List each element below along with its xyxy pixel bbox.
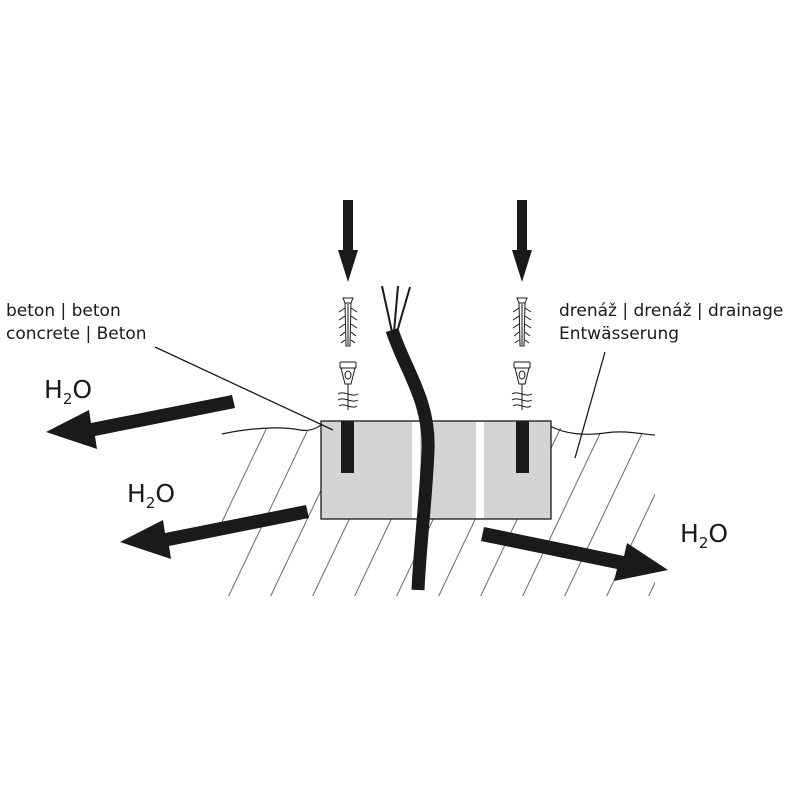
- cable-wire-3: [396, 286, 411, 333]
- down-arrow-icon-left: [338, 200, 358, 282]
- anchor-hole-left: [341, 421, 354, 473]
- water-label-right: H2O: [680, 519, 728, 552]
- concrete-block: [320, 420, 552, 520]
- water-label-left-bottom: H2O: [127, 479, 175, 512]
- wall-plug-icon-left: [338, 297, 358, 347]
- screw-icon-right: [511, 361, 533, 410]
- anchor-hole-right: [516, 421, 529, 473]
- down-arrow-icon-right: [512, 200, 532, 282]
- screw-icon-left: [337, 361, 359, 410]
- concrete-label-line2: concrete | Beton: [6, 324, 147, 344]
- water-flow-arrow-icon-left-top: [46, 395, 235, 449]
- drainage-leader-line: [574, 351, 606, 459]
- cable-wire-2: [393, 285, 399, 333]
- concrete-leader-line: [154, 346, 334, 431]
- wall-plug-icon-right: [512, 297, 532, 347]
- water-label-left-top: H2O: [44, 375, 92, 408]
- cable-wire-1: [381, 285, 393, 333]
- water-flow-arrow-icon-left-bottom: [120, 505, 309, 559]
- water-flow-arrow-icon-right: [481, 527, 668, 581]
- block-light-band-1: [412, 422, 420, 518]
- drainage-label-line1: drenáž | drenáž | drainage: [559, 301, 783, 321]
- ground-surface-line-left: [221, 423, 323, 435]
- drainage-label-line2: Entwässerung: [559, 324, 679, 344]
- ground-surface-line-right: [549, 425, 656, 436]
- block-light-band-2: [476, 422, 484, 518]
- cable-icon: [381, 285, 435, 591]
- concrete-label-line1: beton | beton: [6, 301, 121, 321]
